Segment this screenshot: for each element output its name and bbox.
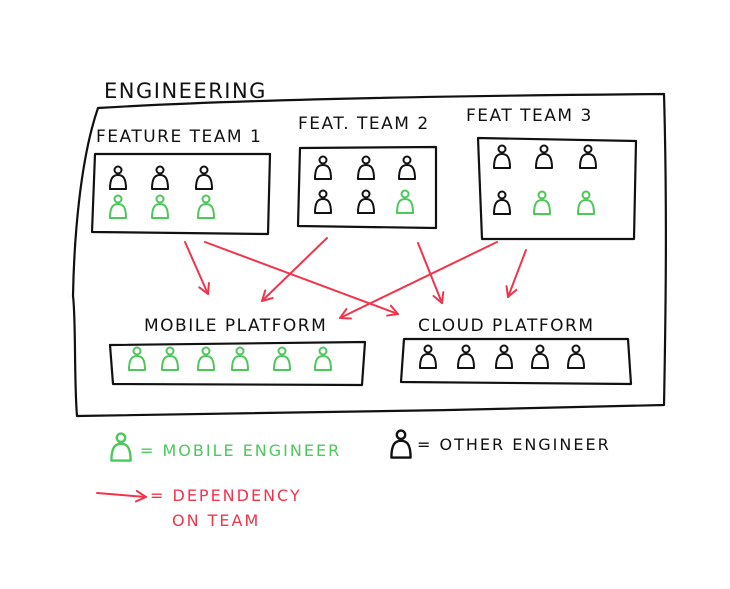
team2-other-engineer-bottom-1 xyxy=(314,189,332,214)
arrow-team2-to-mobile xyxy=(261,237,328,302)
team3-mobile-engineer-2 xyxy=(577,190,595,215)
cloud-platform-box xyxy=(399,337,633,386)
arrow-team1-to-mobile xyxy=(184,241,210,295)
arrow-team2-to-cloud xyxy=(417,242,445,304)
feat-team-2-label: FEAT. TEAM 2 xyxy=(298,114,430,134)
team2-other-engineer-bottom-2 xyxy=(357,189,375,214)
legend-other-engineer-text: = OTHER ENGINEER xyxy=(417,435,611,454)
mobile-platform-engineer-3 xyxy=(197,346,215,371)
team3-other-engineer-bottom-1 xyxy=(493,190,511,215)
team1-other-engineer-1 xyxy=(109,165,127,190)
legend-dependency-arrow-icon xyxy=(96,489,147,503)
cloud-platform-label: CLOUD PLATFORM xyxy=(418,316,595,336)
legend-mobile-engineer-text: = MOBILE ENGINEER xyxy=(140,441,341,460)
engineering-box xyxy=(71,92,667,418)
team2-other-engineer-top-3 xyxy=(398,155,416,180)
team1-other-engineer-3 xyxy=(195,165,213,190)
legend-dependency-text-2: ON TEAM xyxy=(172,511,260,530)
team3-other-engineer-top-3 xyxy=(579,144,597,169)
team1-mobile-engineer-3 xyxy=(197,194,215,219)
team3-other-engineer-top-1 xyxy=(493,144,511,169)
team2-mobile-engineer-1 xyxy=(396,189,414,214)
arrow-team3-to-mobile xyxy=(339,241,498,320)
team2-other-engineer-top-1 xyxy=(314,155,332,180)
mobile-platform-engineer-6 xyxy=(314,346,332,371)
feature-team-1-box xyxy=(90,152,272,236)
cloud-platform-engineer-1 xyxy=(419,344,437,369)
mobile-platform-engineer-4 xyxy=(231,346,249,371)
legend-other-engineer-icon xyxy=(390,429,412,459)
mobile-platform-engineer-5 xyxy=(273,346,291,371)
team1-other-engineer-2 xyxy=(151,165,169,190)
cloud-platform-engineer-4 xyxy=(531,344,549,369)
feature-team-1-label: FEATURE TEAM 1 xyxy=(96,127,262,147)
team1-mobile-engineer-1 xyxy=(109,194,127,219)
arrow-team1-to-cloud xyxy=(204,241,399,317)
arrow-team3-to-cloud xyxy=(505,249,527,298)
legend-mobile-engineer-icon xyxy=(110,432,132,462)
dependency-arrows xyxy=(96,237,527,503)
mobile-platform-label: MOBILE PLATFORM xyxy=(144,316,327,336)
engineers xyxy=(109,144,597,462)
team3-mobile-engineer-1 xyxy=(533,190,551,215)
cloud-platform-engineer-3 xyxy=(495,344,513,369)
mobile-platform-engineer-1 xyxy=(128,346,146,371)
cloud-platform-engineer-5 xyxy=(567,344,585,369)
legend-dependency-text-1: = DEPENDENCY xyxy=(150,486,302,505)
team3-other-engineer-top-2 xyxy=(535,144,553,169)
feat-team-2-box xyxy=(296,145,438,230)
feat-team-3-box xyxy=(476,136,638,241)
mobile-platform-box xyxy=(108,340,367,387)
team1-mobile-engineer-2 xyxy=(151,194,169,219)
cloud-platform-engineer-2 xyxy=(457,344,475,369)
team2-other-engineer-top-2 xyxy=(357,155,375,180)
mobile-platform-engineer-2 xyxy=(161,346,179,371)
engineering-title: ENGINEERING xyxy=(104,79,267,103)
feat-team-3-label: FEAT TEAM 3 xyxy=(466,106,593,126)
